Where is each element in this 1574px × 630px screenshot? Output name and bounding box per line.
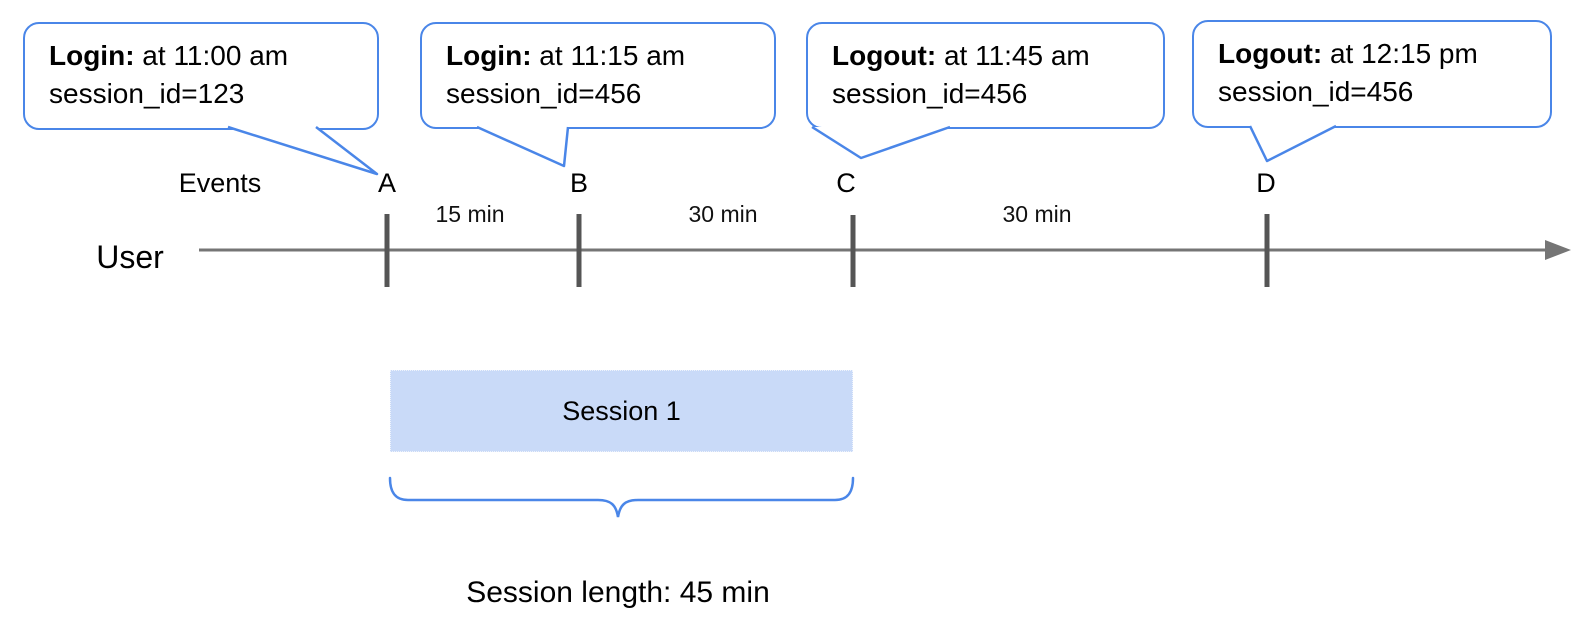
event-time-label: at 11:00 am (134, 40, 289, 71)
session-length-caption: Session length: 45 min (466, 576, 770, 609)
callout-logout-c: Logout: at 11:45 am session_id=456 (806, 22, 1165, 129)
callout-line-1: Login: at 11:00 am (49, 37, 357, 75)
callout-line-2: session_id=123 (49, 78, 245, 109)
callout-line-2: session_id=456 (1218, 76, 1414, 107)
interval-b-c: 30 min (688, 201, 758, 227)
event-time-label: at 11:15 am (531, 40, 686, 71)
event-type-label: Logout: (1218, 38, 1323, 69)
interval-a-b: 15 min (435, 201, 505, 227)
events-label: Events (178, 168, 262, 198)
user-axis-label: User (96, 239, 164, 275)
callout-line-2: session_id=456 (832, 78, 1028, 109)
session-1-label: Session 1 (562, 395, 681, 426)
callout-login-a: Login: at 11:00 am session_id=123 (23, 22, 379, 130)
interval-c-d: 30 min (1002, 201, 1072, 227)
callout-tail-a (227, 125, 379, 176)
event-time-label: at 11:45 am (936, 40, 1090, 71)
event-marker-d: D (1256, 168, 1276, 198)
session-length-brace-icon (388, 476, 855, 518)
event-type-label: Login: (446, 40, 532, 71)
callout-line-1: Logout: at 12:15 pm (1218, 35, 1530, 73)
callout-line-2: session_id=456 (446, 78, 642, 109)
session-1-block: Session 1 (390, 370, 853, 452)
callout-tail-c (811, 125, 951, 160)
callout-line-1: Logout: at 11:45 am (832, 37, 1143, 75)
event-type-label: Login: (49, 40, 135, 71)
arrowhead-icon (1545, 240, 1571, 260)
callout-tail-d (1248, 124, 1337, 163)
callout-login-b: Login: at 11:15 am session_id=456 (420, 22, 776, 129)
event-time-label: at 12:15 pm (1322, 38, 1478, 69)
callout-logout-d: Logout: at 12:15 pm session_id=456 (1192, 20, 1552, 128)
event-type-label: Logout: (832, 40, 937, 71)
timeline-axis (199, 240, 1571, 260)
event-marker-c: C (836, 168, 856, 198)
event-marker-b: B (569, 168, 589, 198)
callout-tail-b (476, 125, 570, 168)
event-marker-a: A (377, 168, 397, 198)
callout-line-1: Login: at 11:15 am (446, 37, 754, 75)
